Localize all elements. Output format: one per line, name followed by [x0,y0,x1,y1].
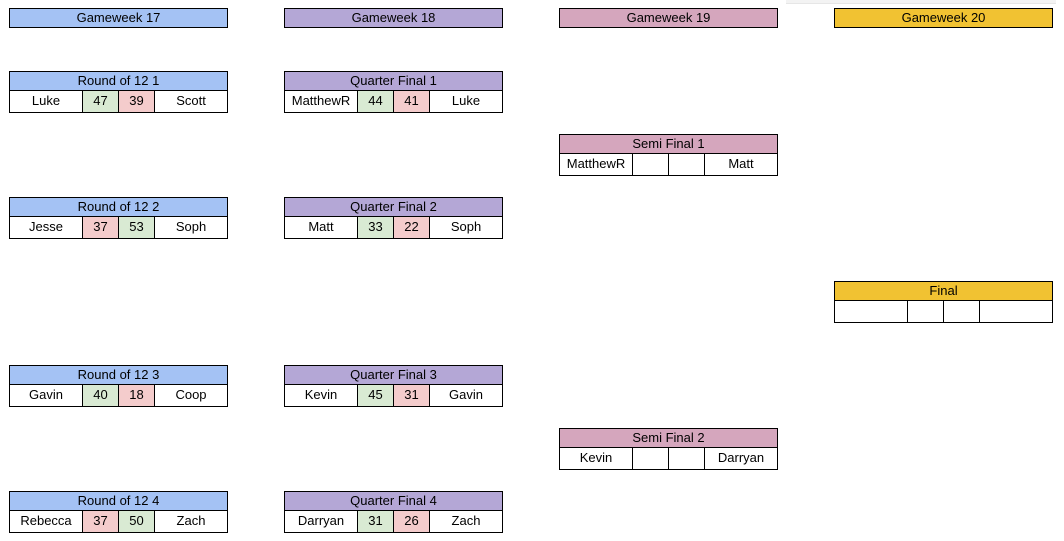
home-player[interactable]: MatthewR [566,156,626,171]
match-title: Quarter Final 3 [284,365,503,385]
home-score[interactable]: 45 [357,385,393,406]
gameweek-20-header: Gameweek 20 [834,8,1053,28]
home-score[interactable]: 37 [82,511,118,532]
away-score[interactable]: 41 [393,91,429,112]
away-score[interactable]: 31 [393,385,429,406]
gameweek-19-header: Gameweek 19 [559,8,778,28]
away-score[interactable]: 50 [118,511,154,532]
home-player[interactable]: Rebecca [20,513,72,528]
match-row: MatthewR Matt [559,154,778,176]
match-title: Quarter Final 2 [284,197,503,217]
home-player[interactable] [835,301,907,322]
match-row: Kevin Darryan [559,448,778,470]
match-row: Rebecca 37 50 Zach [9,511,228,533]
home-player[interactable]: Gavin [29,387,63,402]
match-title: Semi Final 2 [559,428,778,448]
away-score[interactable] [668,448,704,469]
home-score[interactable]: 31 [357,511,393,532]
match-row: Darryan 31 26 Zach [284,511,503,533]
match-title: Round of 12 2 [9,197,228,217]
gameweek-17-header: Gameweek 17 [9,8,228,28]
away-score[interactable] [668,154,704,175]
match-title: Round of 12 3 [9,365,228,385]
home-player[interactable]: Jesse [29,219,63,234]
match-row: Luke 47 39 Scott [9,91,228,113]
home-score[interactable] [632,448,668,469]
match-row: Matt 33 22 Soph [284,217,503,239]
match-row: Jesse 37 53 Soph [9,217,228,239]
match-row: Gavin 40 18 Coop [9,385,228,407]
home-player[interactable]: Luke [31,93,61,108]
match-title: Quarter Final 1 [284,71,503,91]
home-player[interactable]: Darryan [297,513,345,528]
home-score[interactable] [632,154,668,175]
away-player[interactable]: Soph [154,217,227,238]
away-player[interactable]: Matt [704,154,777,175]
away-player[interactable] [979,301,1052,322]
home-player[interactable]: Kevin [304,387,338,402]
home-score[interactable]: 37 [82,217,118,238]
gameweek-18-header: Gameweek 18 [284,8,503,28]
away-player[interactable]: Gavin [429,385,502,406]
away-score[interactable]: 22 [393,217,429,238]
away-player[interactable]: Zach [429,511,502,532]
match-title: Round of 12 1 [9,71,228,91]
home-score[interactable] [907,301,943,322]
match-row: Kevin 45 31 Gavin [284,385,503,407]
match-row: MatthewR 44 41 Luke [284,91,503,113]
away-player[interactable]: Coop [154,385,227,406]
home-score[interactable]: 33 [357,217,393,238]
away-score[interactable]: 53 [118,217,154,238]
match-title: Quarter Final 4 [284,491,503,511]
away-score[interactable]: 26 [393,511,429,532]
home-player[interactable]: MatthewR [291,93,351,108]
away-player[interactable]: Soph [429,217,502,238]
home-player[interactable]: Kevin [579,450,613,465]
home-score[interactable]: 44 [357,91,393,112]
away-score[interactable]: 39 [118,91,154,112]
away-player[interactable]: Luke [429,91,502,112]
home-score[interactable]: 40 [82,385,118,406]
away-score[interactable]: 18 [118,385,154,406]
away-player[interactable]: Darryan [704,448,777,469]
home-score[interactable]: 47 [82,91,118,112]
match-title: Semi Final 1 [559,134,778,154]
match-title: Final [834,281,1053,301]
away-player[interactable]: Scott [154,91,227,112]
sheet-edge [786,0,1056,4]
away-player[interactable]: Zach [154,511,227,532]
match-row [834,301,1053,323]
home-player[interactable]: Matt [308,219,334,234]
away-score[interactable] [943,301,979,322]
match-title: Round of 12 4 [9,491,228,511]
